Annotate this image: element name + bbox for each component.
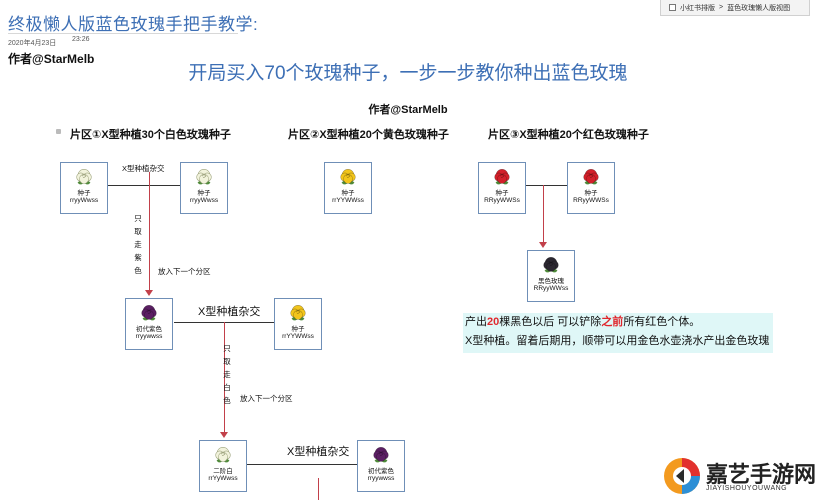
card-label: 初代紫色 <box>368 468 394 475</box>
arrow-line-3 <box>318 478 319 500</box>
bullet-icon <box>56 129 61 134</box>
card-label: 黑色玫瑰 <box>538 278 564 285</box>
title-divider <box>8 33 238 34</box>
cross-label-z1: X型种植杂交 <box>122 164 165 173</box>
card-label: 初代紫色 <box>136 326 162 333</box>
card-label: 种子 <box>77 190 91 197</box>
card-genotype: rryyWwss <box>189 197 219 204</box>
card-label: 种子 <box>197 190 211 197</box>
arrow-down-icon <box>539 242 547 248</box>
card-genotype: RRyyWWSs <box>484 197 520 204</box>
logo-subtitle: JIAYISHOUYOUWANG <box>706 485 788 492</box>
arrow-line-2 <box>224 322 225 432</box>
card-label: 种子 <box>584 190 598 197</box>
only-take-white-text: 只 取 走 白 色 <box>223 344 231 405</box>
card-label: 二阶白 <box>213 468 233 475</box>
white-rose-icon <box>76 169 92 185</box>
zone-1-title: 片区①X型种植30个白色玫瑰种子 <box>70 129 231 141</box>
cross-line-z1 <box>108 185 180 186</box>
card-genotype: rryywwss <box>135 333 163 340</box>
white-rose-icon <box>196 169 212 185</box>
red-rose-icon <box>583 169 599 185</box>
cross-line-s3 <box>247 464 357 465</box>
card-genotype: rrYYWWss <box>332 197 364 204</box>
yellow-rose-icon <box>340 169 356 185</box>
yellow-rose-icon <box>290 305 306 321</box>
view-bar-view[interactable]: 蓝色玫瑰懒人版视图 <box>727 4 791 12</box>
cross-label-s2: X型种植杂交 <box>198 306 261 318</box>
author-label: 作者@StarMelb <box>8 52 95 66</box>
view-bar-app[interactable]: 小红书排版 <box>680 4 715 12</box>
note-date: 2020年4月23日 <box>8 40 57 47</box>
card-genotype: RRyyWWSs <box>573 197 609 204</box>
card-genotype: rryywwss <box>367 475 395 482</box>
logo-icon <box>664 458 700 494</box>
arrow-down-icon <box>145 290 153 296</box>
card-genotype: rrYyWwss <box>208 475 238 482</box>
purple-rose-icon <box>141 305 157 321</box>
logo-name: 嘉艺手游网 <box>706 462 816 487</box>
zone-3-title: 片区③X型种植20个红色玫瑰种子 <box>488 129 649 141</box>
site-logo: 嘉艺手游网 JIAYISHOUYOUWANG <box>662 455 816 497</box>
red-rose-icon <box>494 169 510 185</box>
arrow-line-1 <box>149 172 150 290</box>
zone-2-title: 片区②X型种植20个黄色玫瑰种子 <box>288 129 449 141</box>
cross-label-s3: X型种植杂交 <box>287 446 350 458</box>
card-label: 种子 <box>341 190 355 197</box>
window-icon <box>669 4 676 11</box>
card-genotype: rryyWwss <box>69 197 99 204</box>
result-line-1: 产出20棵黑色以后 可以铲除之前所有红色个体。 <box>465 316 701 328</box>
author-center: 作者@StarMelb <box>368 104 448 116</box>
result-note: 产出20棵黑色以后 可以铲除之前所有红色个体。 X型种植。留着后期用，顺带可以用… <box>463 313 773 353</box>
result-line-2: X型种植。留着后期用，顺带可以用金色水壶浇水产出金色玫瑰 <box>465 335 770 347</box>
note-time: 23:26 <box>72 36 90 43</box>
cross-line-z3 <box>526 185 576 186</box>
view-bar[interactable]: 小红书排版 > 蓝色玫瑰懒人版视图 <box>660 0 810 16</box>
purple-rose-icon <box>373 447 389 463</box>
move-next-zone-note: 放入下一个分区 <box>240 394 293 403</box>
only-take-purple-text: 只 取 走 紫 色 <box>134 214 142 275</box>
note-title: 终极懒人版蓝色玫瑰手把手教学: <box>8 15 259 34</box>
move-next-zone-note: 放入下一个分区 <box>158 267 211 276</box>
breadcrumb-separator: > <box>719 4 724 11</box>
card-label: 种子 <box>495 190 509 197</box>
card-genotype: rrYYWWss <box>282 333 314 340</box>
white-rose-icon <box>215 447 231 463</box>
headline: 开局买入70个玫瑰种子，一步一步教你种出蓝色玫瑰 <box>188 63 628 84</box>
arrow-down-icon <box>220 432 228 438</box>
card-label: 种子 <box>291 326 305 333</box>
card-genotype: RRyyWWss <box>533 285 569 292</box>
black-rose-icon <box>543 257 559 273</box>
arrow-line-z3 <box>543 185 544 242</box>
